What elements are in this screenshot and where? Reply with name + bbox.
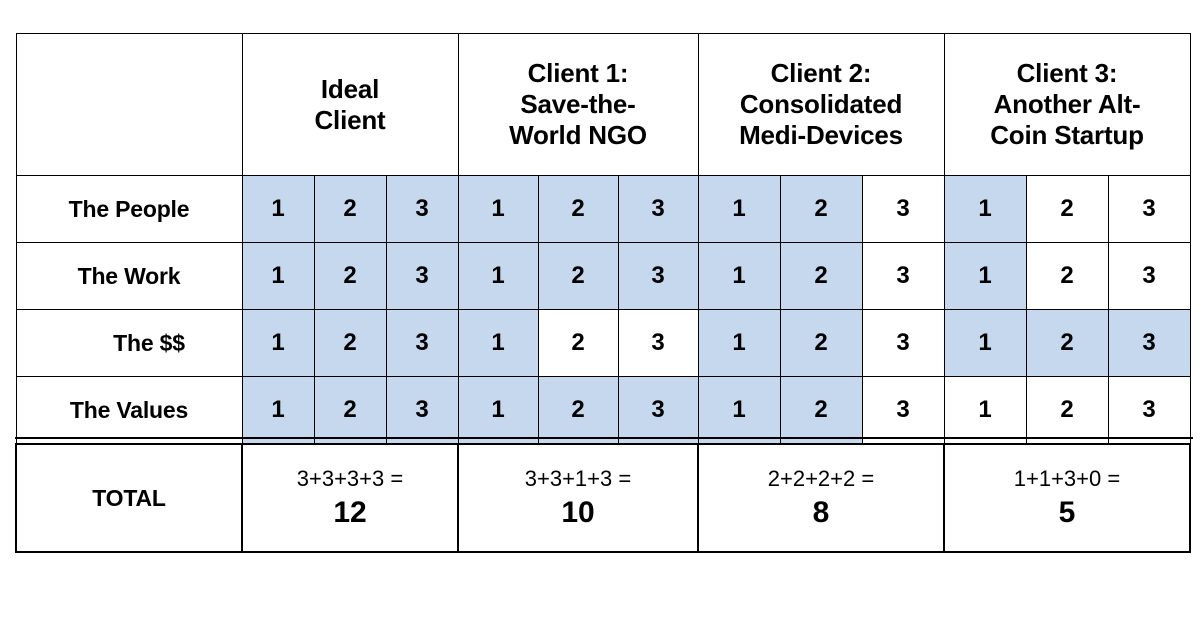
column-header-client1-line-1: Client 1: (527, 58, 629, 89)
cell-money-client1-3[interactable]: 3 (617, 309, 699, 377)
table-row-people: The People 1 2 3 1 2 3 1 2 3 1 2 3 (15, 175, 1191, 243)
cell-work-client1-3[interactable]: 3 (617, 242, 699, 310)
total-cell-ideal: 3+3+3+3 = 12 (241, 443, 459, 553)
cell-money-ideal-3[interactable]: 3 (385, 309, 459, 377)
column-header-client2-line-1: Client 2: (770, 58, 872, 89)
column-header-ideal-line-2: Client (314, 104, 386, 135)
column-header-client2-line-2: Consolidated (739, 89, 903, 120)
cell-values-ideal-2[interactable]: 2 (313, 376, 387, 445)
cell-people-ideal-1[interactable]: 1 (241, 175, 315, 243)
cell-money-ideal-1[interactable]: 1 (241, 309, 315, 377)
row-label-money: The $$ (15, 309, 243, 377)
cell-values-ideal-3[interactable]: 3 (385, 376, 459, 445)
table-row-values: The Values 1 2 3 1 2 3 1 2 3 1 2 3 (15, 376, 1191, 445)
total-expression-ideal: 3+3+3+3 = (296, 465, 404, 491)
total-expression-client1: 3+3+1+3 = (524, 465, 632, 491)
cell-people-client3-3[interactable]: 3 (1107, 175, 1191, 243)
cell-work-client3-2[interactable]: 2 (1025, 242, 1109, 310)
cell-values-client3-2[interactable]: 2 (1025, 376, 1109, 445)
cell-money-client3-1[interactable]: 1 (943, 309, 1027, 377)
cell-people-client1-1[interactable]: 1 (457, 175, 539, 243)
cell-money-client2-3[interactable]: 3 (861, 309, 945, 377)
table-row-money: The $$ 1 2 3 1 2 3 1 2 3 1 2 3 (15, 309, 1191, 377)
column-header-client3: Client 3: Another Alt- Coin Startup (943, 33, 1191, 176)
column-header-client3-line-3: Coin Startup (990, 119, 1144, 150)
cell-people-client1-2[interactable]: 2 (537, 175, 619, 243)
cell-values-client1-2[interactable]: 2 (537, 376, 619, 445)
column-header-client3-line-2: Another Alt- (993, 89, 1141, 120)
cell-work-ideal-2[interactable]: 2 (313, 242, 387, 310)
column-header-client2: Client 2: Consolidated Medi-Devices (697, 33, 945, 176)
scoring-table: Ideal Client Client 1: Save-the- World N… (15, 33, 1191, 553)
cell-values-ideal-1[interactable]: 1 (241, 376, 315, 445)
cell-values-client2-2[interactable]: 2 (779, 376, 863, 445)
total-sum-client2: 8 (812, 496, 830, 529)
cell-people-client2-1[interactable]: 1 (697, 175, 781, 243)
column-header-ideal-line-1: Ideal (320, 73, 380, 104)
total-cell-client3: 1+1+3+0 = 5 (943, 443, 1191, 553)
cell-money-client3-2[interactable]: 2 (1025, 309, 1109, 377)
column-header-client2-line-3: Medi-Devices (739, 119, 903, 150)
cell-work-client3-1[interactable]: 1 (943, 242, 1027, 310)
cell-people-client2-3[interactable]: 3 (861, 175, 945, 243)
cell-work-client2-2[interactable]: 2 (779, 242, 863, 310)
column-header-client3-line-1: Client 3: (1016, 58, 1118, 89)
cell-work-ideal-3[interactable]: 3 (385, 242, 459, 310)
table-row-work: The Work 1 2 3 1 2 3 1 2 3 1 2 3 (15, 242, 1191, 310)
column-header-ideal: Ideal Client (241, 33, 459, 176)
total-cell-client2: 2+2+2+2 = 8 (697, 443, 945, 553)
cell-people-client3-1[interactable]: 1 (943, 175, 1027, 243)
cell-people-client2-2[interactable]: 2 (779, 175, 863, 243)
cell-work-client2-3[interactable]: 3 (861, 242, 945, 310)
cell-work-client1-1[interactable]: 1 (457, 242, 539, 310)
cell-values-client2-3[interactable]: 3 (861, 376, 945, 445)
cell-people-client1-3[interactable]: 3 (617, 175, 699, 243)
total-expression-client2: 2+2+2+2 = (767, 465, 875, 491)
row-label-people: The People (15, 175, 243, 243)
cell-money-client2-1[interactable]: 1 (697, 309, 781, 377)
cell-money-client2-2[interactable]: 2 (779, 309, 863, 377)
cell-values-client2-1[interactable]: 1 (697, 376, 781, 445)
total-row-double-rule (15, 437, 1193, 439)
header-row: Ideal Client Client 1: Save-the- World N… (15, 33, 1191, 176)
cell-money-client1-2[interactable]: 2 (537, 309, 619, 377)
cell-values-client1-1[interactable]: 1 (457, 376, 539, 445)
column-header-client1-line-2: Save-the- (520, 89, 636, 120)
row-label-values: The Values (15, 376, 243, 445)
row-label-work: The Work (15, 242, 243, 310)
cell-work-ideal-1[interactable]: 1 (241, 242, 315, 310)
cell-values-client3-1[interactable]: 1 (943, 376, 1027, 445)
total-expression-client3: 1+1+3+0 = (1013, 465, 1121, 491)
table-row-total: TOTAL 3+3+3+3 = 12 3+3+1+3 = 10 2+2+2+2 … (15, 443, 1191, 553)
cell-money-client3-3[interactable]: 3 (1107, 309, 1191, 377)
column-header-client1-line-3: World NGO (509, 119, 647, 150)
cell-values-client1-3[interactable]: 3 (617, 376, 699, 445)
column-header-client1: Client 1: Save-the- World NGO (457, 33, 699, 176)
cell-people-ideal-2[interactable]: 2 (313, 175, 387, 243)
total-sum-ideal: 12 (333, 496, 367, 529)
total-sum-client3: 5 (1058, 496, 1076, 529)
cell-work-client3-3[interactable]: 3 (1107, 242, 1191, 310)
cell-work-client1-2[interactable]: 2 (537, 242, 619, 310)
cell-people-client3-2[interactable]: 2 (1025, 175, 1109, 243)
total-sum-client1: 10 (561, 496, 595, 529)
cell-money-ideal-2[interactable]: 2 (313, 309, 387, 377)
corner-cell (15, 33, 243, 176)
total-cell-client1: 3+3+1+3 = 10 (457, 443, 699, 553)
cell-people-ideal-3[interactable]: 3 (385, 175, 459, 243)
row-label-total: TOTAL (15, 443, 243, 553)
cell-work-client2-1[interactable]: 1 (697, 242, 781, 310)
cell-money-client1-1[interactable]: 1 (457, 309, 539, 377)
cell-values-client3-3[interactable]: 3 (1107, 376, 1191, 445)
